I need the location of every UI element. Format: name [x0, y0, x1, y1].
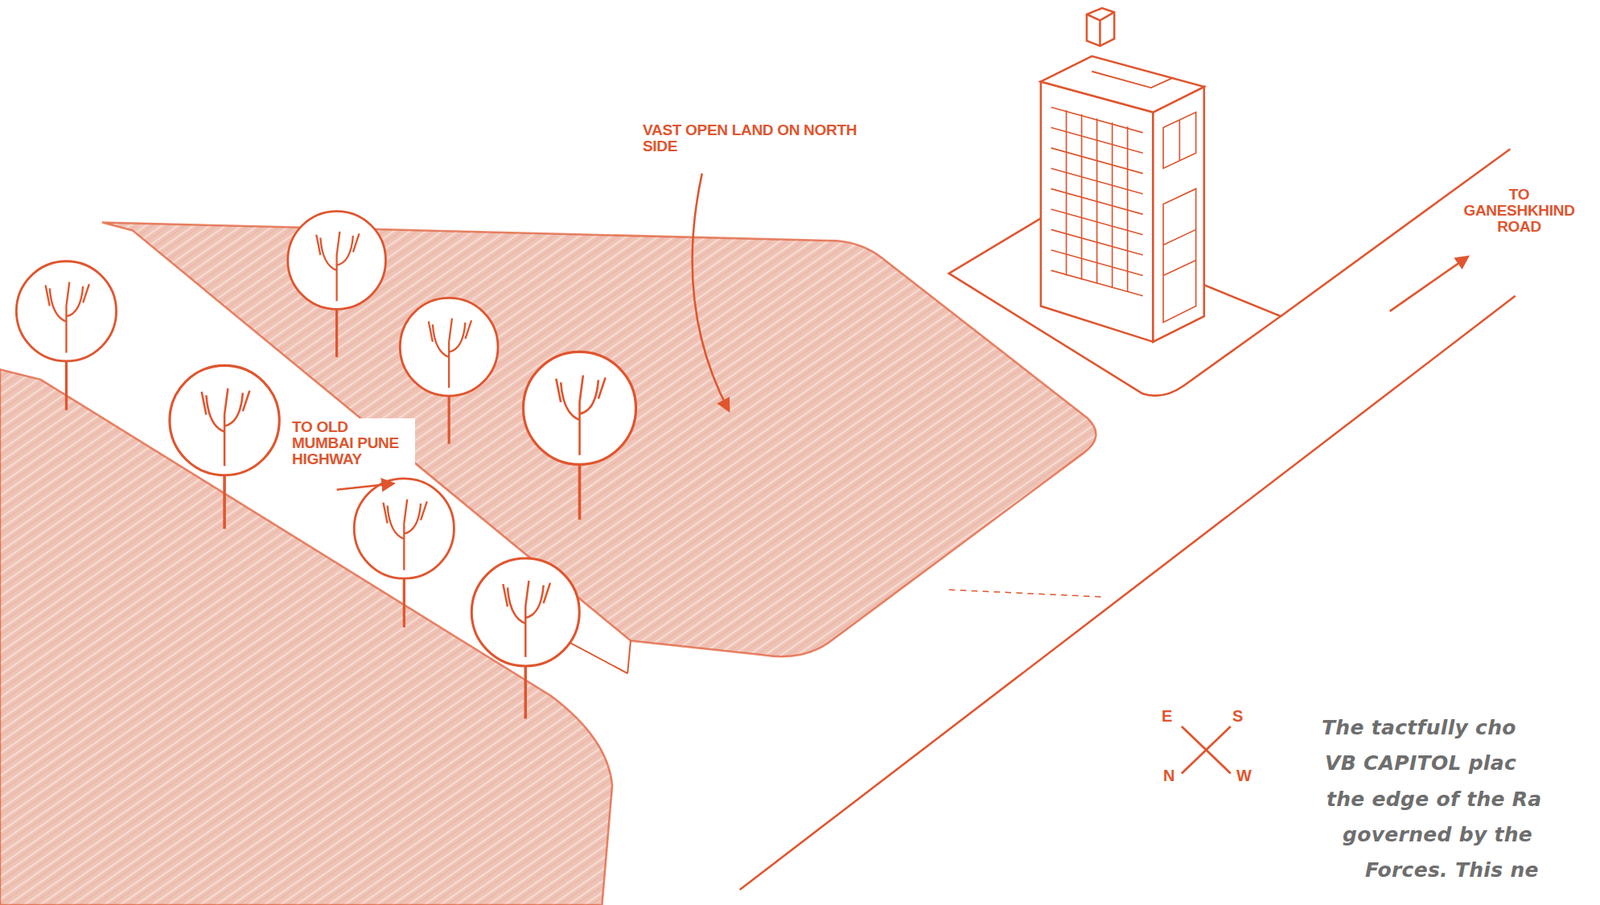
- compass-letter: W: [1236, 767, 1252, 785]
- note-line: The tactfully cho: [1321, 717, 1517, 739]
- road-edge: [1280, 148, 1510, 317]
- road-label: TO GANESHKHIND ROAD: [1452, 186, 1586, 235]
- direction-arrow: [1390, 257, 1468, 312]
- note-line: governed by the: [1342, 824, 1533, 846]
- note-line: Forces. This ne: [1365, 859, 1539, 881]
- land-parcel: [0, 369, 613, 905]
- building: [1040, 8, 1205, 342]
- leader-arrow: [692, 173, 729, 411]
- compass-letter: S: [1232, 707, 1243, 725]
- compass-symbol: [1181, 726, 1231, 774]
- leader-arrow: [337, 483, 394, 490]
- note-line: the edge of the Ra: [1326, 789, 1543, 811]
- tree-row: [16, 211, 636, 720]
- compass-letter: E: [1161, 707, 1173, 725]
- note-line: VB CAPITOL plac: [1324, 752, 1517, 774]
- road-label: TO OLD MUMBAI PUNE HIGHWAY: [289, 418, 416, 469]
- area-label: VAST OPEN LAND ON NORTH SIDE: [642, 122, 878, 155]
- compass-letter: N: [1163, 767, 1175, 785]
